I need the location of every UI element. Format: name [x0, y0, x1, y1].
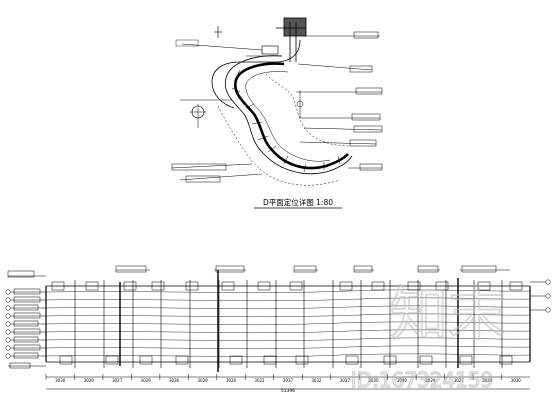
dimension-label: 3030 [397, 378, 408, 383]
dimension-labels: 3030 3029 3027 3029 3030 3029 3030 3021 3037 3032… [45, 374, 522, 383]
planting-edge [217, 105, 341, 186]
marker-box [261, 45, 279, 55]
segment-dividers [74, 280, 503, 368]
dimension-label: 3030 [511, 378, 522, 383]
strip-elevation [5, 265, 551, 390]
watermark: 知末 ID:167324159 [350, 279, 507, 393]
dimension-label: 3029 [425, 378, 436, 383]
dimension-label: 3021 [254, 378, 265, 383]
left-callout-rows [5, 270, 46, 369]
left-callouts [171, 163, 263, 183]
dimension-label: 3030 [169, 378, 180, 383]
watermark-logo: 知末 [390, 280, 506, 348]
dimension-label: 3030 [368, 378, 379, 383]
plan-outline [211, 39, 301, 109]
top-section-markers [51, 265, 523, 291]
dimension-label: 3027 [454, 378, 465, 383]
walkway-ticks [231, 69, 341, 173]
dimension-label: 3029 [197, 378, 208, 383]
building-corner [283, 17, 307, 37]
dimension-label: 3030 [226, 378, 237, 383]
right-callouts [296, 31, 383, 171]
dimension-label: 3032 [311, 378, 322, 383]
leader-line [181, 43, 263, 51]
dimension-total: 51396 [281, 388, 295, 394]
dimension-label: 3029 [84, 378, 95, 383]
leader-label [175, 39, 199, 47]
curved-walkway-outer [224, 55, 353, 175]
right-callout-rows [460, 265, 551, 313]
bottom-section-markers [59, 355, 513, 365]
dimension-label: 3030 [55, 378, 66, 383]
curved-walkway-inner [234, 62, 349, 170]
dimension-label: 3029 [141, 378, 152, 383]
planting-edge [265, 73, 351, 147]
dimension-label: 3037 [283, 378, 294, 383]
dimension-label: 3029 [482, 378, 493, 383]
watermark-id: ID:167324159 [351, 368, 494, 392]
plan-title: D平面定位详图 1:80 [263, 197, 333, 207]
dimension-label: 3027 [112, 378, 123, 383]
curved-walkway-edge [245, 71, 331, 162]
dimension-label: 3037 [340, 378, 351, 383]
plan-view [171, 17, 383, 186]
